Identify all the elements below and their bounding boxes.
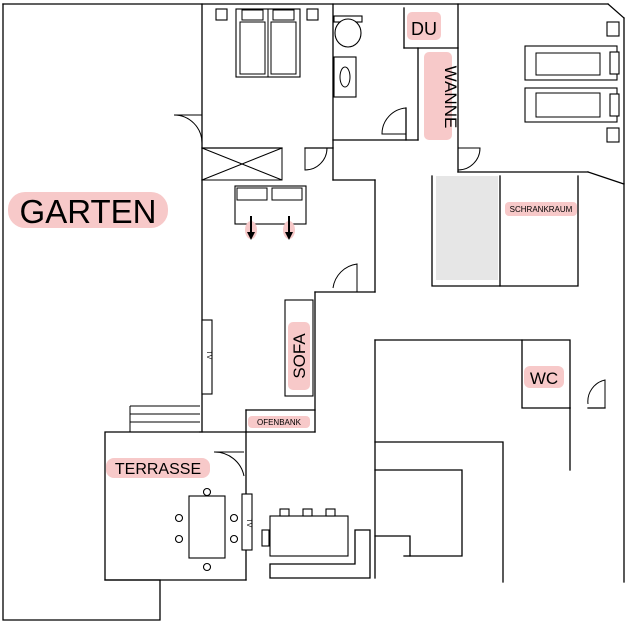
washbasin-icon xyxy=(333,56,357,98)
schrankraum-label: SCHRANKRAUM xyxy=(510,205,573,214)
door-swing-icon xyxy=(304,147,328,171)
twin-beds-icon xyxy=(524,21,620,143)
door-swing-icon xyxy=(381,107,407,135)
wanne-label: WANNE xyxy=(441,66,460,129)
ofenbank-label: OFENBANK xyxy=(257,418,302,427)
door-swing-icon xyxy=(213,451,245,477)
hallway xyxy=(199,179,376,433)
sideboard-icon xyxy=(234,185,307,225)
garten-label: GARTEN xyxy=(20,193,157,230)
wc-label: WC xyxy=(530,369,558,388)
dining-table-icon xyxy=(174,487,239,572)
terrasse-label: TERRASSE xyxy=(115,461,201,478)
tv-living-label: TV xyxy=(205,351,212,360)
sliding-door-icon xyxy=(201,147,283,181)
sofa-label: SOFA xyxy=(290,333,309,379)
toilet-icon xyxy=(333,15,363,48)
guest-bedroom: SCHRANKRAUM xyxy=(431,21,625,287)
tv-terrace-label: TV xyxy=(245,519,252,528)
du-label: DU xyxy=(411,19,437,39)
living-room: TV SOFA OFENBANK xyxy=(129,185,314,432)
terrace-room: TERRASSE TV xyxy=(104,431,253,581)
closet-area xyxy=(436,176,498,280)
bedroom xyxy=(173,3,334,181)
steps-icon xyxy=(129,405,200,432)
arrow-down-icon xyxy=(245,216,295,240)
double-bed-icon xyxy=(235,8,301,78)
kitchen xyxy=(261,508,371,579)
door-swing-icon xyxy=(457,147,481,171)
door-swing-icon xyxy=(173,114,203,144)
kitchen-counter-icon xyxy=(269,508,349,557)
lower-corridor: WC xyxy=(374,339,606,583)
door-swing-icon xyxy=(587,379,606,408)
door-swing-icon xyxy=(332,263,358,292)
bathroom: DU WANNE xyxy=(332,3,460,173)
